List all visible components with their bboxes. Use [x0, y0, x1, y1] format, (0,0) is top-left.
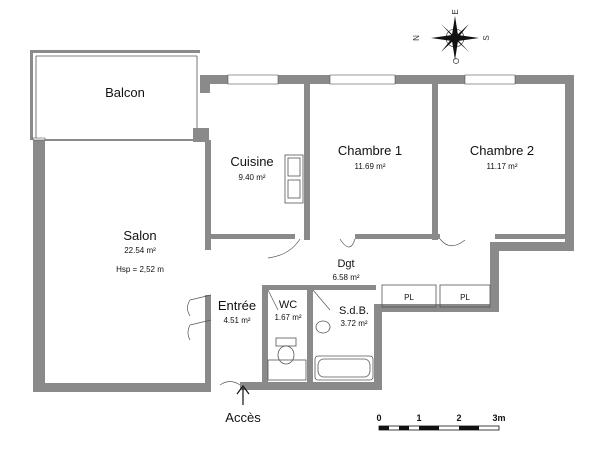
room-area-chambre-2: 11.17 m² [487, 162, 518, 171]
compass-label-o: O [452, 58, 461, 64]
scale-tick-3m: 3m [492, 413, 505, 423]
bathroom-sink [315, 320, 331, 334]
room-area-cuisine: 9.40 m² [238, 173, 265, 182]
room-area-entree: 4.51 m² [223, 316, 250, 325]
toilet [275, 337, 297, 365]
room-label-entree: Entrée [218, 298, 256, 313]
ceiling-height-note: Hsp = 2,52 m [116, 265, 164, 274]
room-label-chambre-1: Chambre 1 [338, 143, 402, 158]
compass-label-s: S [482, 35, 491, 40]
room-label-balcon: Balcon [105, 85, 145, 100]
compass-label-e: E [451, 9, 460, 14]
closet-label-2: PL [460, 293, 470, 302]
room-label-sdb: S.d.B. [339, 305, 369, 317]
entrance-arrow-icon [236, 385, 250, 405]
bathtub [314, 355, 374, 381]
scale-tick-0: 0 [376, 413, 381, 423]
room-area-salon: 22.54 m² [124, 246, 156, 255]
room-area-chambre-1: 11.69 m² [355, 162, 386, 171]
storage-box [267, 359, 307, 381]
scale-tick-2: 2 [456, 413, 461, 423]
room-area-sdb: 3.72 m² [340, 319, 367, 328]
room-area-dgt: 6.58 m² [332, 273, 359, 282]
walls [30, 50, 574, 392]
doors [187, 238, 466, 386]
compass-label-n: N [412, 35, 421, 41]
closets [381, 284, 491, 308]
room-label-chambre-2: Chambre 2 [470, 143, 534, 158]
compass-rose-icon [431, 16, 479, 60]
room-label-wc: WC [279, 299, 297, 311]
entrance-label: Accès [225, 410, 261, 425]
room-label-cuisine: Cuisine [230, 154, 273, 169]
room-label-salon: Salon [123, 228, 156, 243]
room-area-wc: 1.67 m² [274, 313, 301, 322]
scale-tick-1: 1 [416, 413, 421, 423]
windows [32, 74, 516, 141]
kitchen-sink [284, 154, 304, 204]
closet-label-1: PL [404, 293, 414, 302]
scale-bar [378, 425, 500, 431]
room-label-dgt: Dgt [337, 258, 354, 270]
